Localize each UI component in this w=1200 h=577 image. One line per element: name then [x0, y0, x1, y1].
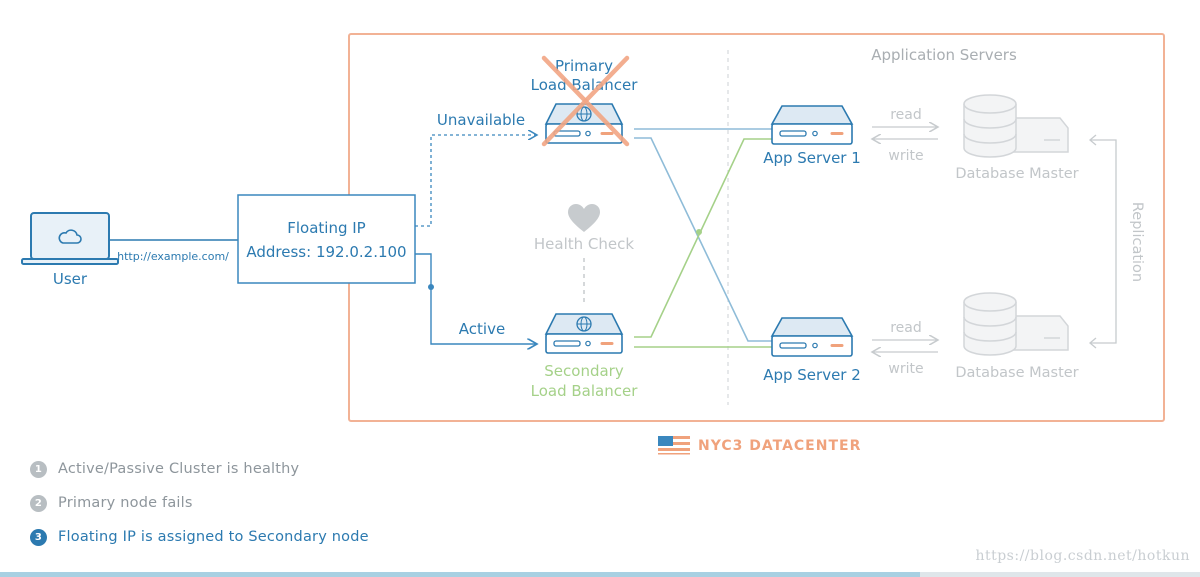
health-check-label: Health Check [534, 235, 634, 253]
replication-arrow-top-icon [1088, 134, 1097, 146]
app-server-1-label: App Server 1 [763, 149, 861, 167]
step-list: 1 Active/Passive Cluster is healthy 2 Pr… [30, 452, 369, 554]
step-text-2: Primary node fails [58, 495, 193, 511]
floating-ip-address: Address: 192.0.2.100 [246, 243, 406, 261]
db2-read-label: read [890, 320, 922, 336]
bottom-bar-end [920, 572, 1200, 577]
database-2-label: Database Master [955, 365, 1078, 381]
database-1-label: Database Master [955, 166, 1078, 182]
app-servers-title: Application Servers [871, 46, 1017, 64]
user-label: User [53, 270, 88, 288]
step-number-3: 3 [30, 528, 47, 546]
user-url-label: http://example.com/ [117, 250, 229, 263]
crossing-dot [696, 229, 702, 235]
floating-ip-box [237, 194, 416, 284]
replication-arrow-bottom-icon [1088, 337, 1097, 349]
primary-lb-label-line1: Primary [555, 57, 613, 75]
active-label: Active [459, 320, 505, 338]
step-item-2: 2 Primary node fails [30, 486, 369, 520]
step-text-3: Floating IP is assigned to Secondary nod… [58, 529, 369, 545]
datacenter-label: NYC3 DATACENTER [698, 438, 861, 454]
secondary-lb-label-line1: Secondary [544, 362, 624, 380]
step-number-1: 1 [30, 460, 47, 478]
step-text-1: Active/Passive Cluster is healthy [58, 461, 300, 477]
step-item-3: 3 Floating IP is assigned to Secondary n… [30, 520, 369, 554]
heart-icon [568, 204, 600, 232]
step-number-2: 2 [30, 494, 47, 512]
primary-lb-server-icon [544, 103, 624, 144]
watermark: https://blog.csdn.net/hotkun [975, 548, 1190, 564]
unavailable-route-line [415, 135, 537, 227]
replication-label: Replication [1129, 202, 1145, 282]
unavailable-label: Unavailable [437, 111, 525, 129]
app-server-1-icon [770, 105, 854, 145]
replication-bracket [1090, 139, 1117, 344]
database-1-icon [963, 94, 1069, 158]
user-laptop-icon [21, 212, 119, 265]
database-2-icon [963, 292, 1069, 356]
db2-write-label: write [888, 361, 923, 377]
secondary-lb-server-icon [544, 313, 624, 354]
replication-label-bg [1123, 195, 1143, 290]
floating-ip-title: Floating IP [287, 219, 365, 237]
active-route-line [415, 253, 537, 344]
secondary-to-app1-line [634, 138, 772, 338]
active-route-dot [428, 284, 434, 290]
step-item-1: 1 Active/Passive Cluster is healthy [30, 452, 369, 486]
primary-to-app2-line [634, 137, 772, 342]
db1-write-label: write [888, 148, 923, 164]
failure-x-icon [541, 55, 630, 147]
secondary-lb-label-line2: Load Balancer [531, 382, 639, 400]
app-server-2-icon [770, 317, 854, 357]
datacenter-frame [348, 33, 1165, 422]
us-flag-icon [658, 436, 690, 455]
db1-read-label: read [890, 107, 922, 123]
bottom-bar [0, 572, 920, 577]
app-server-2-label: App Server 2 [763, 366, 861, 384]
primary-lb-label-line2: Load Balancer [531, 76, 639, 94]
